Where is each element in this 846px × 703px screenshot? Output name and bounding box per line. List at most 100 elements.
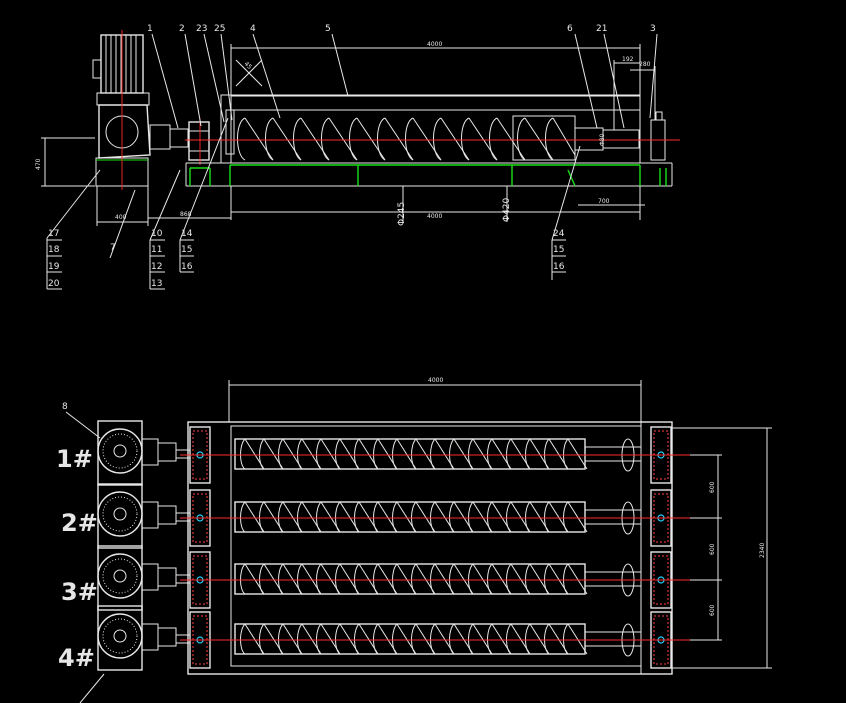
flight-4 xyxy=(354,623,360,655)
dim-shaft: Φ80 xyxy=(599,133,606,146)
flight-1 xyxy=(506,438,512,470)
flight-1 xyxy=(240,438,246,470)
flight-3 xyxy=(430,563,436,595)
balloon-16-left: 16 xyxy=(181,262,193,272)
dim-pitch-1: 600 xyxy=(709,481,716,493)
balloon-19: 19 xyxy=(48,262,60,272)
flight-3 xyxy=(259,563,265,595)
motor-hub-1 xyxy=(113,444,127,458)
plan-view: 8 1# 2# 3# 4# 4000 600 600 600 2340 xyxy=(56,377,772,703)
flight-3 xyxy=(297,563,303,595)
flight-3 xyxy=(525,563,531,595)
flight-1 xyxy=(487,438,493,470)
balloon-21: 21 xyxy=(596,24,607,34)
balloon-15-right: 15 xyxy=(553,245,564,255)
flight-4 xyxy=(411,623,417,655)
flight-1 xyxy=(316,438,322,470)
unit-label-3: 3# xyxy=(61,578,98,606)
flight-3 xyxy=(278,563,284,595)
conveyor-units xyxy=(97,420,690,671)
flight-3 xyxy=(316,563,322,595)
flight-2 xyxy=(544,501,550,533)
flight-2 xyxy=(259,501,265,533)
motor-flange-4 xyxy=(97,613,143,659)
flight-2 xyxy=(392,501,398,533)
unit-label-1: 1# xyxy=(56,445,93,473)
motor-housing-2 xyxy=(97,483,143,549)
flight-3 xyxy=(506,563,512,595)
balloon-25: 25 xyxy=(214,24,225,34)
flight-2 xyxy=(278,501,284,533)
flight-edge-3 xyxy=(567,563,588,595)
flight-1 xyxy=(525,438,531,470)
flight-2 xyxy=(563,501,569,533)
flight-4 xyxy=(468,623,474,655)
unit-label-4: 4# xyxy=(58,644,95,672)
dim-small-diameter: Φ245 xyxy=(397,202,407,226)
flight-edge-4 xyxy=(567,623,588,655)
flight-3 xyxy=(240,563,246,595)
flight-4 xyxy=(373,623,379,655)
coupling-2 xyxy=(157,505,177,525)
motor-hub-3 xyxy=(113,569,127,583)
balloon-14: 14 xyxy=(181,229,193,239)
flight-1 xyxy=(354,438,360,470)
flight-2 xyxy=(430,501,436,533)
motor-hub-2 xyxy=(113,507,127,521)
flight-1 xyxy=(297,438,303,470)
balloon-17: 17 xyxy=(48,229,59,239)
balloon-16-right: 16 xyxy=(553,262,565,272)
flight-4 xyxy=(430,623,436,655)
coupling-3 xyxy=(157,567,177,587)
flight-2 xyxy=(240,501,246,533)
flight-1 xyxy=(411,438,417,470)
motor-bolt-circle-1 xyxy=(102,433,138,469)
base-frame xyxy=(185,162,673,187)
screw-flights xyxy=(237,117,576,161)
flight-3 xyxy=(354,563,360,595)
flight-4 xyxy=(525,623,531,655)
balloon-24: 24 xyxy=(553,229,565,239)
flight-3 xyxy=(335,563,341,595)
flight-2 xyxy=(373,501,379,533)
tail-shaft-1 xyxy=(584,446,642,462)
motor-housing-3 xyxy=(97,545,143,611)
flight-4 xyxy=(563,623,569,655)
balloon-10: 10 xyxy=(151,229,163,239)
flight-4 xyxy=(487,623,493,655)
flight-1 xyxy=(392,438,398,470)
dim-pitch-3: 600 xyxy=(709,604,716,616)
motor-housing-4 xyxy=(97,605,143,671)
flight-4 xyxy=(278,623,284,655)
flight-2 xyxy=(411,501,417,533)
reducer-4 xyxy=(141,623,159,651)
flight-3 xyxy=(487,563,493,595)
balloon-1: 1 xyxy=(147,24,153,34)
flight-4 xyxy=(240,623,246,655)
dim-base-width: 400 xyxy=(115,214,127,221)
flight-1 xyxy=(373,438,379,470)
motor-bolt-circle-2 xyxy=(102,496,138,532)
flight-4 xyxy=(259,623,265,655)
flight-1 xyxy=(259,438,265,470)
flight-1 xyxy=(563,438,569,470)
dim-offset: 868 xyxy=(180,211,192,218)
motor-bolt-circle-3 xyxy=(102,558,138,594)
motor-hub-4 xyxy=(113,629,127,643)
flight-4 xyxy=(392,623,398,655)
dim-pitch-2: 600 xyxy=(709,543,716,555)
flight-4 xyxy=(544,623,550,655)
tail-shaft-2 xyxy=(584,509,642,525)
flight-2 xyxy=(506,501,512,533)
reducer-2 xyxy=(141,501,159,529)
flight-edge-2 xyxy=(567,501,588,533)
flight-3 xyxy=(468,563,474,595)
flight-1 xyxy=(278,438,284,470)
balloon-3: 3 xyxy=(650,24,656,34)
balloon-18: 18 xyxy=(48,245,60,255)
reducer-3 xyxy=(141,563,159,591)
elevation-view: 1 2 23 25 4 5 6 21 3 17 18 19 20 7 10 11… xyxy=(35,24,680,290)
flight-3 xyxy=(544,563,550,595)
balloon-11: 11 xyxy=(151,245,162,255)
